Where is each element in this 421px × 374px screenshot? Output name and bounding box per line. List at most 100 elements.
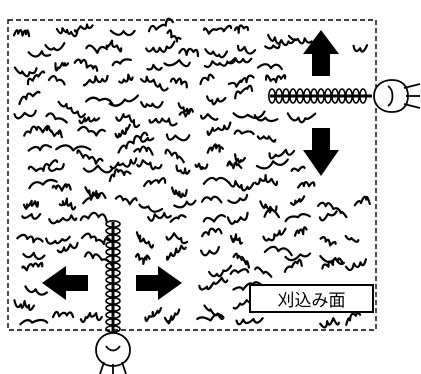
- foliage-squiggle: [344, 234, 360, 243]
- foliage-squiggle: [177, 102, 192, 115]
- foliage-squiggle: [284, 213, 311, 223]
- foliage-squiggle: [84, 186, 101, 200]
- foliage-squiggle: [262, 227, 287, 242]
- foliage-squiggle: [139, 136, 155, 143]
- foliage-squiggle: [200, 195, 223, 204]
- foliage-squiggle: [297, 180, 316, 189]
- foliage-squiggle: [148, 117, 178, 127]
- foliage-squiggle: [165, 232, 189, 245]
- foliage-squiggle: [109, 29, 136, 37]
- foliage-squiggle: [47, 74, 66, 86]
- foliage-squiggle: [147, 17, 175, 33]
- foliage-squiggle: [18, 90, 41, 106]
- foliage-squiggle: [235, 317, 264, 326]
- foliage-squiggle: [108, 168, 132, 183]
- foliage-squiggle: [232, 110, 266, 120]
- foliage-squiggle: [13, 66, 38, 78]
- foliage-squiggle: [13, 109, 37, 120]
- foliage-squiggle: [47, 163, 65, 172]
- foliage-squiggle: [45, 235, 71, 245]
- arrow-down-icon: [303, 128, 339, 176]
- foliage-squiggle: [55, 144, 92, 152]
- foliage-squiggle: [319, 317, 340, 329]
- foliage-squiggle: [232, 252, 250, 269]
- foliage-squiggle: [170, 186, 188, 199]
- foliage-squiggle: [80, 232, 113, 245]
- foliage-squiggle: [21, 213, 42, 220]
- foliage-squiggle: [164, 148, 185, 164]
- foliage-squiggle: [319, 236, 337, 247]
- foliage-squiggle: [79, 311, 103, 324]
- arrow-left-icon: [42, 266, 88, 300]
- foliage-squiggle: [22, 251, 46, 261]
- foliage-squiggle: [234, 153, 247, 164]
- foliage-squiggle: [293, 226, 308, 237]
- cut-surface-label: 刈込み面: [249, 284, 374, 313]
- foliage-squiggle: [286, 112, 317, 124]
- foliage-squiggle: [254, 174, 279, 187]
- foliage-squiggle: [319, 255, 345, 266]
- foliage-squiggle: [345, 312, 362, 326]
- foliage-squiggle: [12, 29, 31, 38]
- foliage-squiggle: [27, 144, 53, 152]
- foliage-squiggle: [263, 245, 293, 257]
- foliage-squiggle: [13, 299, 36, 312]
- foliage-squiggle: [138, 203, 164, 213]
- foliage-squiggle: [76, 149, 104, 165]
- foliage-squiggle: [135, 231, 155, 249]
- foliage-squiggle: [263, 208, 281, 219]
- foliage-squiggle: [133, 145, 154, 156]
- foliage-squiggle: [82, 191, 107, 205]
- foliage-squiggle: [143, 177, 167, 188]
- foliage-squiggle: [344, 258, 367, 272]
- foliage-squiggle: [321, 257, 345, 270]
- foliage-squiggle: [45, 126, 63, 139]
- foliage-squiggle: [267, 33, 296, 47]
- foliage-squiggle: [289, 195, 306, 206]
- foliage-squiggle: [139, 75, 169, 92]
- foliage-squiggle: [206, 95, 227, 106]
- foliage-squiggle: [19, 318, 49, 326]
- foliage-squiggle: [178, 108, 194, 118]
- foliage-squiggle: [202, 214, 227, 223]
- foliage-squiggle: [236, 44, 257, 55]
- foliage-texture: [12, 17, 371, 329]
- cut-line-coil: [358, 88, 367, 104]
- foliage-squiggle: [114, 123, 131, 139]
- foliage-squiggle: [175, 164, 191, 175]
- foliage-squiggle: [234, 84, 254, 100]
- foliage-squiggle: [352, 44, 369, 53]
- foliage-squiggle: [82, 74, 109, 87]
- foliage-squiggle: [117, 131, 149, 154]
- foliage-squiggle: [194, 162, 209, 171]
- foliage-squiggle: [202, 176, 231, 185]
- foliage-squiggle: [233, 129, 255, 136]
- foliage-squiggle: [200, 113, 219, 121]
- foliage-squiggle: [147, 211, 172, 222]
- foliage-squiggle: [229, 233, 243, 245]
- foliage-squiggle: [316, 201, 348, 219]
- clipper-bottom-icon: [95, 332, 131, 374]
- foliage-squiggle: [283, 258, 303, 273]
- foliage-squiggle: [201, 227, 223, 238]
- foliage-squiggle: [198, 276, 229, 291]
- foliage-squiggle: [268, 148, 296, 160]
- foliage-squiggle: [166, 29, 182, 43]
- arrow-right-icon: [136, 266, 182, 300]
- foliage-squiggle: [169, 214, 187, 223]
- foliage-squiggle: [204, 48, 229, 59]
- foliage-squiggle: [233, 24, 250, 34]
- foliage-squiggle: [353, 195, 371, 207]
- foliage-squiggle: [57, 100, 86, 119]
- foliage-squiggle: [264, 42, 281, 50]
- foliage-squiggle: [134, 252, 151, 265]
- foliage-squiggle: [318, 210, 338, 222]
- foliage-squiggle: [163, 59, 191, 68]
- foliage-squiggle: [178, 47, 200, 58]
- foliage-squiggle: [108, 94, 139, 107]
- foliage-squiggle: [284, 252, 312, 262]
- foliage-squiggle: [48, 214, 78, 225]
- foliage-squiggle: [173, 199, 197, 209]
